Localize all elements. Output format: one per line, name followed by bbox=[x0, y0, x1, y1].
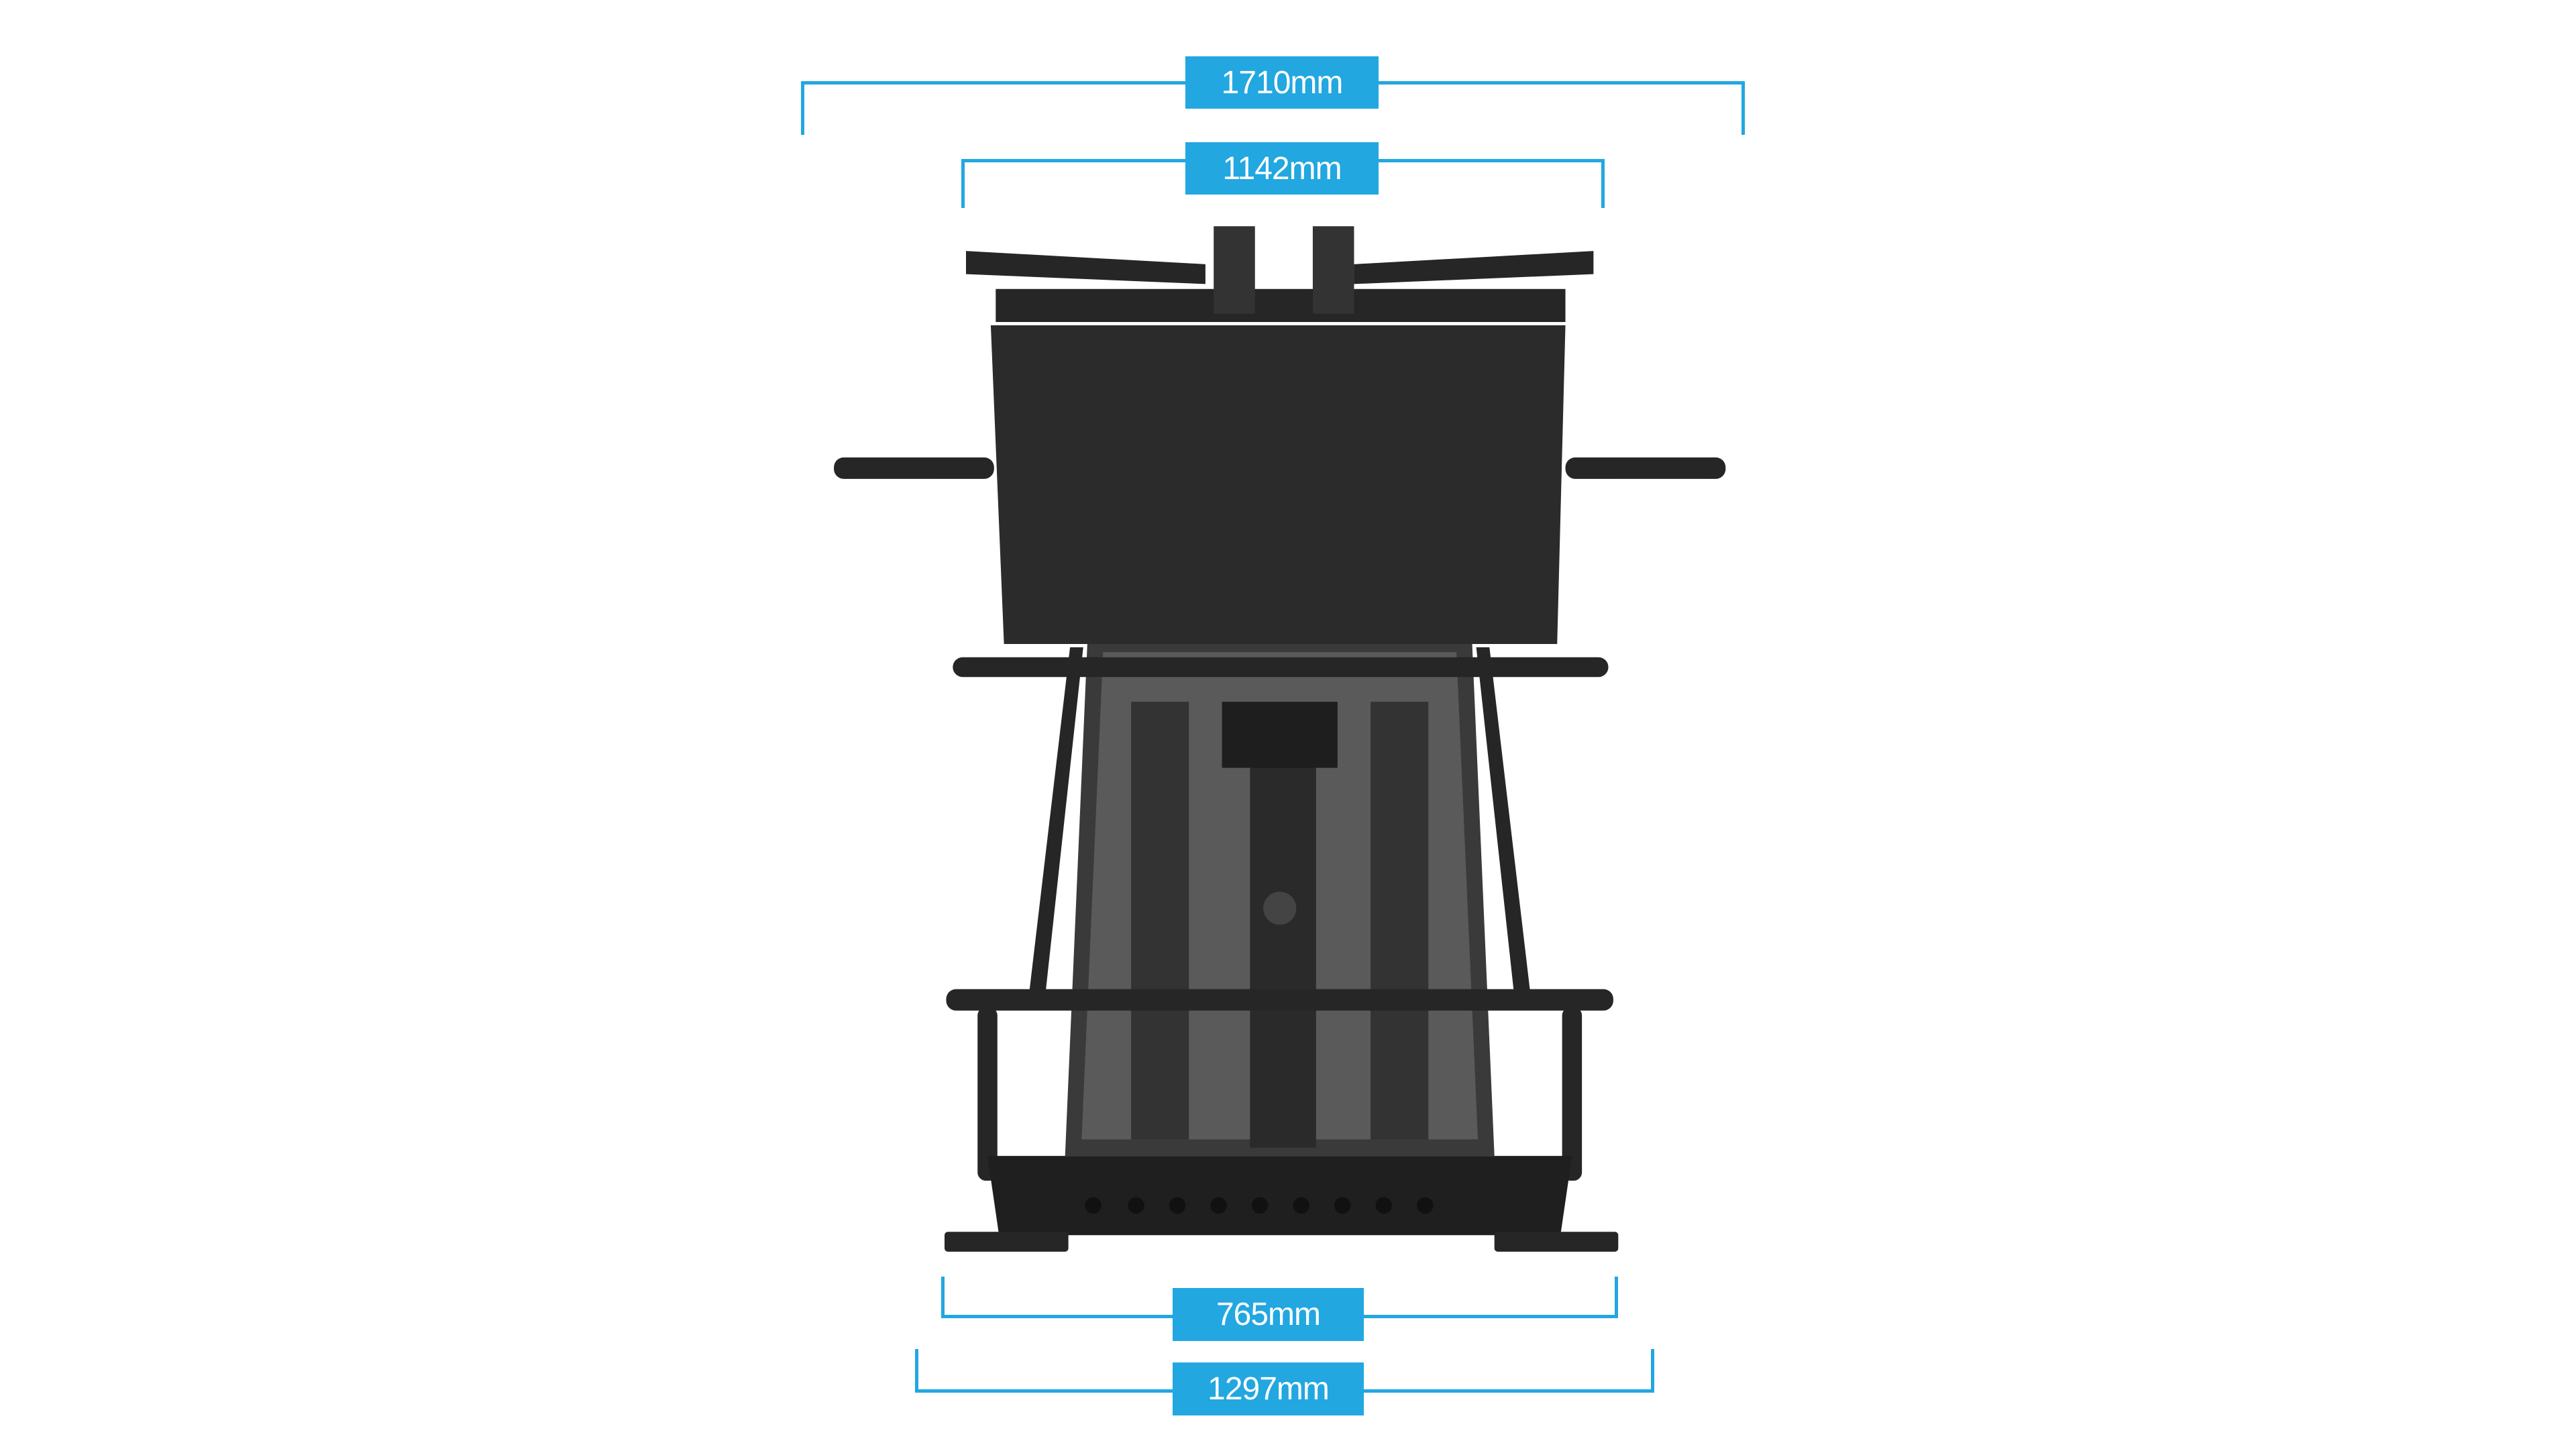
base-width-label: 1297mm bbox=[1173, 1362, 1364, 1415]
inner-base-width-label: 765mm bbox=[1173, 1288, 1364, 1341]
plate-width-label: 1142mm bbox=[1185, 142, 1379, 195]
overall-width-label: 1710mm bbox=[1185, 56, 1379, 109]
